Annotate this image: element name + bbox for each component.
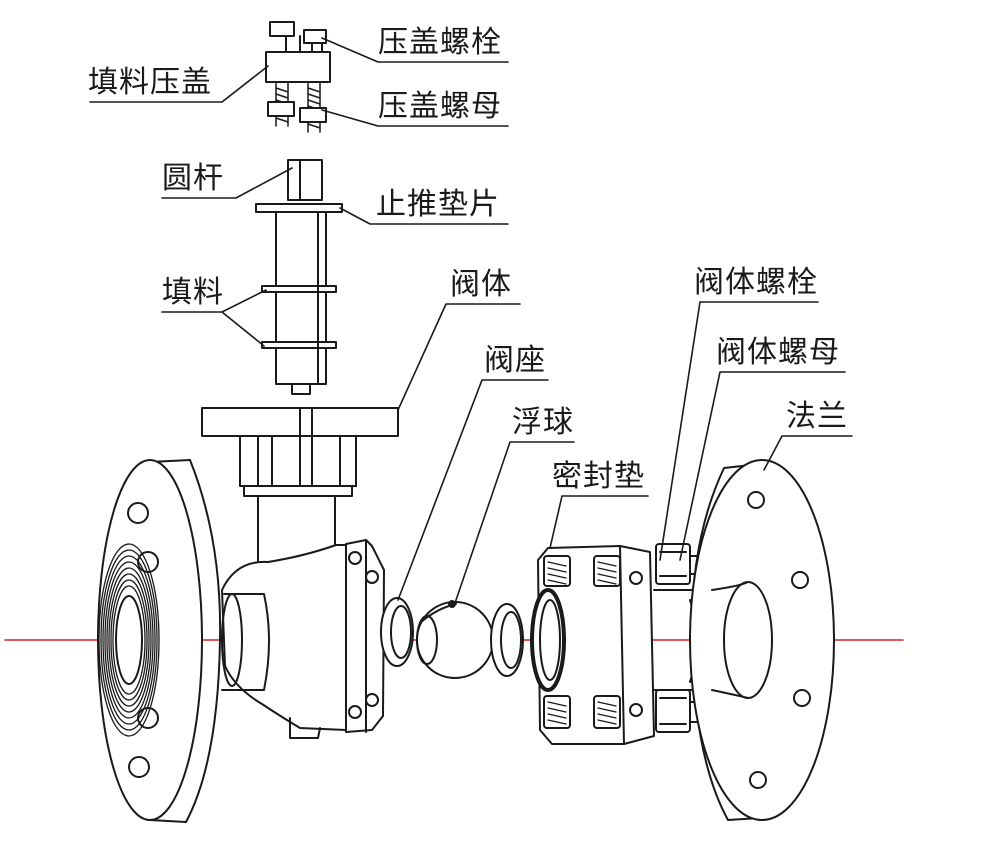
label-packing: 填料 — [162, 275, 224, 310]
floating-ball — [416, 600, 494, 679]
left-flange — [97, 459, 222, 823]
left-valve-body — [221, 496, 385, 739]
stem — [255, 159, 343, 395]
label-gland-bolt: 压盖螺栓 — [378, 25, 502, 60]
label-floating-ball: 浮球 — [512, 405, 574, 440]
left-valve-seat — [380, 597, 414, 667]
packing-gland-assembly — [265, 21, 331, 133]
label-stem: 圆杆 — [162, 161, 224, 196]
label-thrust-washer: 止推垫片 — [376, 187, 500, 222]
label-valve-body: 阀体 — [450, 267, 512, 302]
label-flange: 法兰 — [786, 399, 848, 434]
valve-body-top-pad — [201, 407, 399, 497]
right-valve-body — [530, 543, 713, 745]
label-body-bolt: 阀体螺栓 — [694, 265, 818, 300]
label-seal-gasket: 密封垫 — [552, 459, 645, 494]
label-valve-seat: 阀座 — [484, 343, 546, 378]
right-flange — [689, 459, 835, 821]
label-packing-gland: 填料压盖 — [88, 65, 212, 100]
leader-lines — [89, 37, 853, 607]
label-body-nut: 阀体螺母 — [716, 335, 840, 370]
label-gland-nut: 压盖螺母 — [378, 89, 502, 124]
right-valve-seat — [490, 603, 524, 677]
